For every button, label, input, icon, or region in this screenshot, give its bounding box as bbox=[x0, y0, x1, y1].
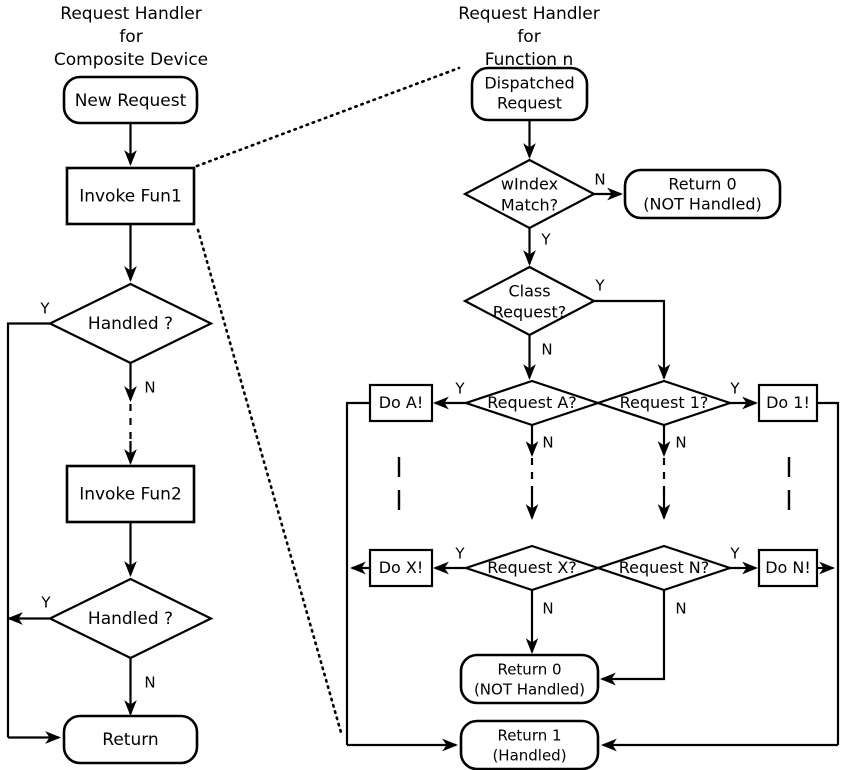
right-header-line3: Function n bbox=[485, 50, 574, 70]
node-windex-match-label-line2: Match? bbox=[501, 196, 558, 215]
edge-label-reqa-no: N bbox=[542, 434, 553, 452]
node-do-a[interactable] bbox=[368, 383, 434, 423]
node-class-request-label-line2: Request? bbox=[493, 303, 566, 322]
node-request-x-label: Request X? bbox=[487, 558, 577, 577]
left-header-line1: Request Handler bbox=[60, 4, 201, 24]
edge-label-req1-no: N bbox=[675, 434, 686, 452]
node-do-a-label: Do A! bbox=[379, 393, 424, 412]
edge-label-reqn-yes: Y bbox=[729, 545, 740, 563]
node-invoke-fun2[interactable] bbox=[65, 464, 196, 524]
node-request-1-label: Request 1? bbox=[620, 393, 709, 412]
edge-reqn-no-to-return0 bbox=[600, 590, 666, 686]
edge-label-class-yes: Y bbox=[594, 277, 605, 295]
left-header-line2: for bbox=[119, 27, 142, 47]
node-dispatched-request-label-line2: Request bbox=[497, 94, 562, 113]
left-header-line3: Composite Device bbox=[54, 50, 208, 70]
node-request-a-label: Request A? bbox=[487, 393, 577, 412]
edge-label-handled2-yes: Y bbox=[40, 594, 51, 612]
node-return1-label-line1: Return 1 bbox=[497, 727, 561, 745]
edge-doa-to-left-rail bbox=[345, 401, 370, 745]
node-handled-2-label: Handled ? bbox=[88, 609, 173, 629]
node-return-label: Return bbox=[102, 730, 158, 750]
node-class-request-label-line1: Class bbox=[508, 282, 550, 301]
node-return0-bottom[interactable] bbox=[459, 653, 600, 705]
node-request-n-label: Request N? bbox=[619, 558, 710, 577]
edge-label-windex-yes: Y bbox=[540, 231, 551, 249]
edge-label-reqa-yes: Y bbox=[454, 380, 465, 398]
right-column-header: Request Handler for Function n bbox=[458, 4, 599, 70]
node-return0-top[interactable] bbox=[623, 168, 782, 220]
edge-label-reqn-no: N bbox=[675, 600, 686, 618]
left-column-header: Request Handler for Composite Device bbox=[54, 4, 208, 70]
edge-do1-to-right-rail bbox=[817, 401, 840, 745]
right-header-line1: Request Handler bbox=[458, 4, 599, 24]
edge-label-handled1-no: N bbox=[144, 379, 155, 397]
node-return1[interactable] bbox=[459, 719, 600, 770]
node-do-1-label: Do 1! bbox=[766, 393, 810, 412]
node-return1-label-line2: (Handled) bbox=[492, 747, 566, 765]
edge-label-req1-yes: Y bbox=[729, 380, 740, 398]
node-return0-bottom-label-line2: (NOT Handled) bbox=[474, 681, 585, 699]
right-header-line2: for bbox=[517, 27, 540, 47]
node-do-n-label: Do N! bbox=[765, 558, 811, 577]
node-windex-match-label-line1: wIndex bbox=[501, 175, 558, 194]
edge-label-reqx-no: N bbox=[542, 600, 553, 618]
edge-label-reqx-yes: Y bbox=[454, 545, 465, 563]
edge-handled1-yes-rail bbox=[6, 322, 50, 738]
edge-label-windex-no: N bbox=[594, 171, 605, 189]
node-handled-1-label: Handled ? bbox=[88, 314, 173, 334]
node-new-request-label: New Request bbox=[75, 91, 187, 111]
node-return[interactable] bbox=[62, 714, 199, 765]
node-invoke-fun2-label: Invoke Fun2 bbox=[79, 485, 182, 505]
edge-label-handled1-yes: Y bbox=[39, 300, 50, 318]
node-do-1[interactable] bbox=[757, 383, 819, 423]
node-return0-top-label-line2: (NOT Handled) bbox=[643, 195, 761, 214]
node-return0-top-label-line1: Return 0 bbox=[668, 175, 736, 194]
expansion-connector-top bbox=[195, 66, 461, 168]
node-return0-bottom-label-line1: Return 0 bbox=[497, 661, 561, 679]
node-do-x-label: Do X! bbox=[379, 558, 424, 577]
edge-class-yes-to-request1 bbox=[594, 299, 671, 380]
edge-label-class-no: N bbox=[541, 341, 552, 359]
node-dispatched-request-label-line1: Dispatched bbox=[484, 74, 574, 93]
edge-label-handled2-no: N bbox=[144, 674, 155, 692]
node-invoke-fun1-label: Invoke Fun1 bbox=[79, 187, 182, 207]
